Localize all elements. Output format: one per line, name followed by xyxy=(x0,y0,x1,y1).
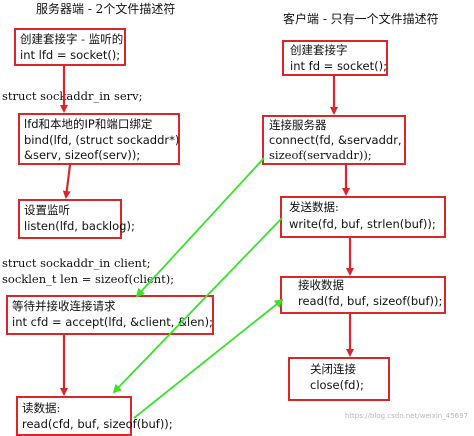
client-connect-box xyxy=(262,115,406,165)
client-recv-title: 接收数据 xyxy=(298,278,344,292)
client-send-code: write(fd, buf, strlen(buf)); xyxy=(289,217,436,231)
client-connect-title: 连接服务器 xyxy=(269,118,327,132)
server-socket-code: int lfd = socket(); xyxy=(20,48,121,62)
client-connect-code-2: sizeof(servaddr)); xyxy=(269,148,372,162)
server-socket-box xyxy=(14,28,126,66)
client-close-code: close(fd); xyxy=(310,378,364,392)
server-accept-box xyxy=(6,295,214,335)
server-header: 服务器端 - 2个文件描述符 xyxy=(36,2,176,16)
socket-flow-diagram: 服务器端 - 2个文件描述符 创建套接字 - 监听的 int lfd = soc… xyxy=(2,2,468,436)
client-recv-box xyxy=(280,276,446,314)
arrow-send-to-read xyxy=(112,217,283,394)
client-close-box xyxy=(288,357,390,401)
client-socket-title: 创建套接字 xyxy=(290,43,348,57)
server-accept-title: 等待并接收连接请求 xyxy=(12,299,116,313)
server-bind-title: lfd和本地的IP和端口绑定 xyxy=(24,117,153,131)
client-send-title: 发送数据: xyxy=(289,200,339,214)
client-socket-box xyxy=(282,40,388,76)
client-header: 客户端 - 只有一个文件描述符 xyxy=(283,12,439,26)
client-connect-code-1: connect(fd, &servaddr, xyxy=(269,133,402,147)
server-client-decl-1: struct sockaddr_in client; xyxy=(2,256,151,270)
client-close-title: 关闭连接 xyxy=(310,362,356,376)
server-bind-code-1: bind(lfd, (struct sockaddr*) xyxy=(24,133,180,147)
arrow-server-to-recv xyxy=(133,298,284,419)
server-read-title: 读数据: xyxy=(22,401,61,415)
server-listen-box xyxy=(18,199,122,239)
server-socket-title: 创建套接字 - 监听的 xyxy=(20,32,124,46)
client-recv-code: read(fd, buf, sizeof(buf)); xyxy=(298,294,443,308)
client-socket-code: int fd = socket(); xyxy=(290,59,387,73)
client-send-box xyxy=(280,196,446,238)
server-bind-code-2: &serv, sizeof(serv)); xyxy=(24,148,141,162)
arrow-connect-to-accept xyxy=(135,157,265,298)
server-accept-code: int cfd = accept(lfd, &client, &len); xyxy=(12,315,213,329)
server-bind-box xyxy=(18,113,180,165)
server-listen-code: listen(lfd, backlog); xyxy=(24,219,135,233)
server-client-decl-2: socklen_t len = sizeof(client); xyxy=(2,272,175,286)
watermark: https://blog.csdn.net/weixin_45697 xyxy=(344,412,468,420)
arrow-layer xyxy=(60,66,354,419)
arrow-server-bind-to-listen xyxy=(62,164,72,199)
server-listen-title: 设置监听 xyxy=(24,203,70,217)
server-struct-decl: struct sockaddr_in serv; xyxy=(2,89,143,103)
